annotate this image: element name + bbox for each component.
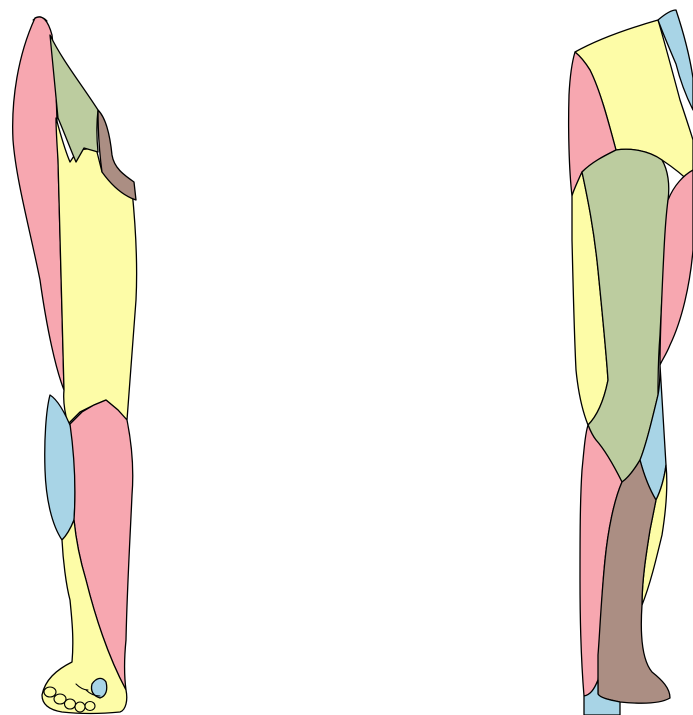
anterior-leg-view — [13, 17, 137, 714]
posterior-leg-view — [569, 10, 693, 715]
left-thigh-anterior-yellow-region — [56, 118, 137, 424]
